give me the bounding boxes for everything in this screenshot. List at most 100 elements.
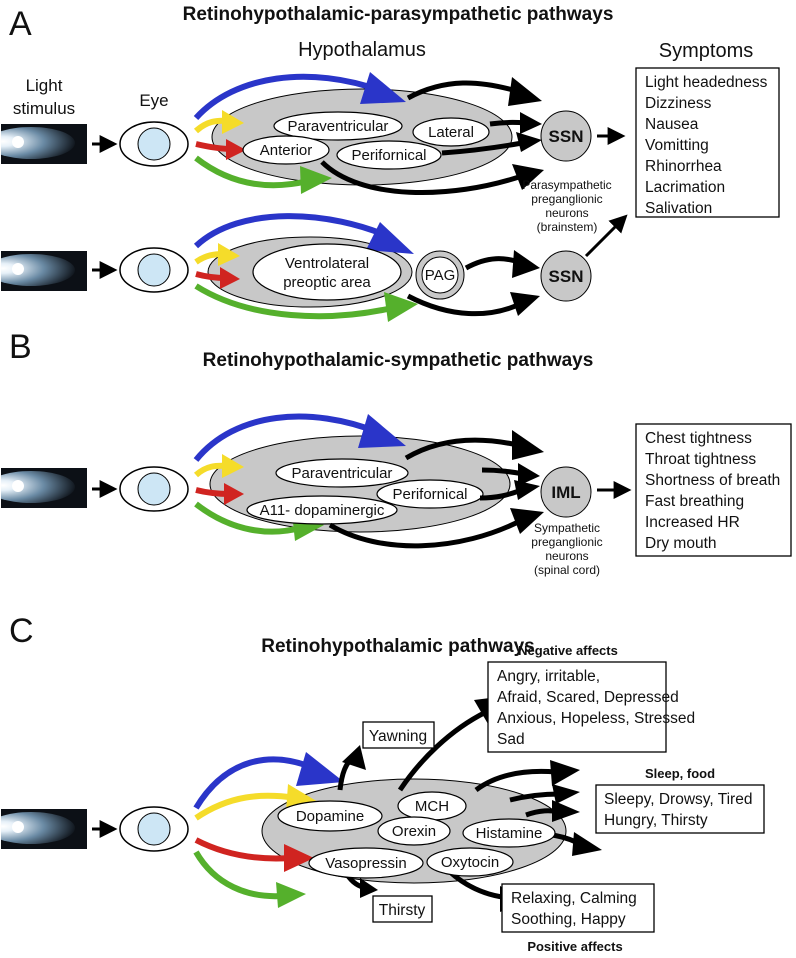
svg-text:Sleepy, Drowsy, Tired: Sleepy, Drowsy, Tired (604, 791, 752, 808)
thirsty-box: Thirsty (372, 895, 433, 923)
panel-letter-a: A (9, 5, 32, 43)
svg-text:neurons: neurons (545, 206, 588, 220)
panel-b-title: Retinohypothalamic-sympathetic pathways (203, 350, 594, 371)
svg-text:Parasympathetic: Parasympathetic (522, 178, 611, 192)
nucleus-perifornical-b: Perifornical (376, 479, 484, 509)
retinal-projections-row1 (193, 72, 406, 194)
svg-text:Histamine: Histamine (476, 825, 543, 842)
retinal-projections-c (193, 752, 344, 908)
svg-text:preoptic area: preoptic area (283, 274, 371, 291)
svg-text:preganglionic: preganglionic (531, 192, 602, 206)
nucleus-mch: MCH (397, 791, 467, 821)
panel-c-title: Retinohypothalamic pathways (261, 636, 534, 657)
nucleus-paraventricular-b: Paraventricular (275, 458, 409, 488)
hypothalamus-label: Hypothalamus (298, 39, 426, 61)
sympathetic-label: Sympathetic preganglionic neurons (spina… (531, 521, 602, 577)
nucleus-oxytocin: Oxytocin (426, 847, 514, 877)
panel-letter-c: C (9, 612, 34, 650)
sleep-food-list: Sleepy, Drowsy, Tired Hungry, Thirsty (604, 791, 752, 829)
light-label-line2: stimulus (13, 99, 75, 118)
nucleus-dopamine: Dopamine (277, 800, 383, 832)
svg-text:preganglionic: preganglionic (531, 535, 602, 549)
light-stimulus-icon (1, 124, 87, 164)
parasympathetic-label: Parasympathetic preganglionic neurons (b… (522, 178, 611, 234)
svg-text:Relaxing, Calming: Relaxing, Calming (511, 890, 637, 907)
sleep-food-title: Sleep, food (645, 766, 715, 781)
negative-affects-box (487, 661, 667, 753)
svg-text:Thirsty: Thirsty (379, 902, 426, 919)
svg-text:Throat tightness: Throat tightness (645, 451, 756, 468)
svg-text:(spinal cord): (spinal cord) (534, 563, 600, 577)
svg-text:Nausea: Nausea (645, 116, 699, 133)
nucleus-vasopressin: Vasopressin (308, 847, 424, 879)
pag-node: PAG (415, 250, 465, 300)
svg-text:Fast breathing: Fast breathing (645, 493, 744, 510)
retinal-projections-row2 (193, 213, 418, 322)
hypothalamic-outputs-b (328, 437, 525, 549)
svg-text:Perifornical: Perifornical (392, 486, 467, 503)
svg-text:IML: IML (551, 483, 580, 502)
panel-c: C Retinohypothalamic pathways (1, 612, 765, 954)
svg-text:Perifornical: Perifornical (351, 147, 426, 164)
svg-text:Soothing, Happy: Soothing, Happy (511, 911, 626, 928)
eye-icon-b (119, 466, 189, 512)
nucleus-paraventricular: Paraventricular (273, 111, 403, 141)
svg-text:SSN: SSN (549, 127, 584, 146)
panel-a: A Retinohypothalamic-parasympathetic pat… (1, 4, 780, 322)
symptoms-box (635, 67, 780, 218)
hypothalamic-outputs-row1 (320, 80, 526, 195)
nucleus-orexin: Orexin (377, 816, 451, 846)
symptoms-box-b (635, 423, 792, 557)
svg-text:Paraventricular: Paraventricular (288, 118, 389, 135)
arrow-ssn-bottom-to-symptoms (584, 214, 628, 258)
eye-label: Eye (139, 91, 168, 110)
retinal-projections-b (193, 413, 406, 541)
svg-text:Light headedness: Light headedness (645, 74, 768, 91)
light-stimulus-icon-b (1, 468, 87, 508)
light-stimulus-icon-c (1, 809, 87, 849)
eye-icon-c (119, 806, 189, 852)
nucleus-anterior: Anterior (242, 135, 330, 165)
hypothalamic-output-heads-b (510, 430, 544, 534)
symptoms-list: Light headedness Dizziness Nausea Vomitt… (645, 74, 768, 217)
svg-text:neurons: neurons (545, 549, 588, 563)
ssn-node-bottom: SSN (540, 250, 592, 302)
svg-text:SSN: SSN (549, 267, 584, 286)
eye-icon-row2 (119, 247, 189, 293)
svg-text:Dopamine: Dopamine (296, 808, 364, 825)
svg-text:Paraventricular: Paraventricular (292, 465, 393, 482)
iml-node: IML (540, 466, 592, 518)
svg-text:Ventrolateral: Ventrolateral (285, 255, 369, 272)
svg-text:(brainstem): (brainstem) (537, 220, 598, 234)
nucleus-perifornical: Perifornical (336, 140, 442, 170)
sleep-food-box (595, 784, 765, 834)
positive-affects-title: Positive affects (527, 939, 622, 954)
svg-text:Lateral: Lateral (428, 124, 474, 141)
svg-text:Sympathetic: Sympathetic (534, 521, 600, 535)
panel-letter-b: B (9, 328, 32, 366)
nucleus-ventrolateral-preoptic: Ventrolateral preoptic area (252, 243, 402, 301)
positive-affects-box (501, 883, 655, 933)
positive-affects-list: Relaxing, Calming Soothing, Happy (511, 890, 637, 928)
svg-text:Increased HR: Increased HR (645, 514, 740, 531)
yawning-box: Yawning (362, 721, 435, 749)
svg-text:Lacrimation: Lacrimation (645, 179, 725, 196)
svg-text:Dizziness: Dizziness (645, 95, 712, 112)
nucleus-a11-dopaminergic-b: A11- dopaminergic (246, 495, 398, 525)
panel-b: B Retinohypothalamic-sympathetic pathway… (1, 328, 792, 577)
output-heads-row2 (510, 250, 540, 316)
svg-text:MCH: MCH (415, 798, 449, 815)
svg-text:Vasopressin: Vasopressin (325, 855, 406, 872)
hypothalamic-output-heads-row1 (508, 77, 544, 190)
nucleus-histamine: Histamine (462, 818, 556, 848)
svg-text:Vomitting: Vomitting (645, 137, 709, 154)
svg-text:Chest tightness: Chest tightness (645, 430, 752, 447)
svg-text:Salivation: Salivation (645, 200, 712, 217)
symptoms-list-b: Chest tightness Throat tightness Shortne… (645, 430, 780, 552)
svg-text:PAG: PAG (425, 267, 456, 284)
svg-text:A11- dopaminergic: A11- dopaminergic (260, 502, 385, 519)
svg-text:Orexin: Orexin (392, 823, 436, 840)
svg-text:Oxytocin: Oxytocin (441, 854, 499, 871)
svg-text:Anxious, Hopeless, Stressed: Anxious, Hopeless, Stressed (497, 710, 695, 727)
